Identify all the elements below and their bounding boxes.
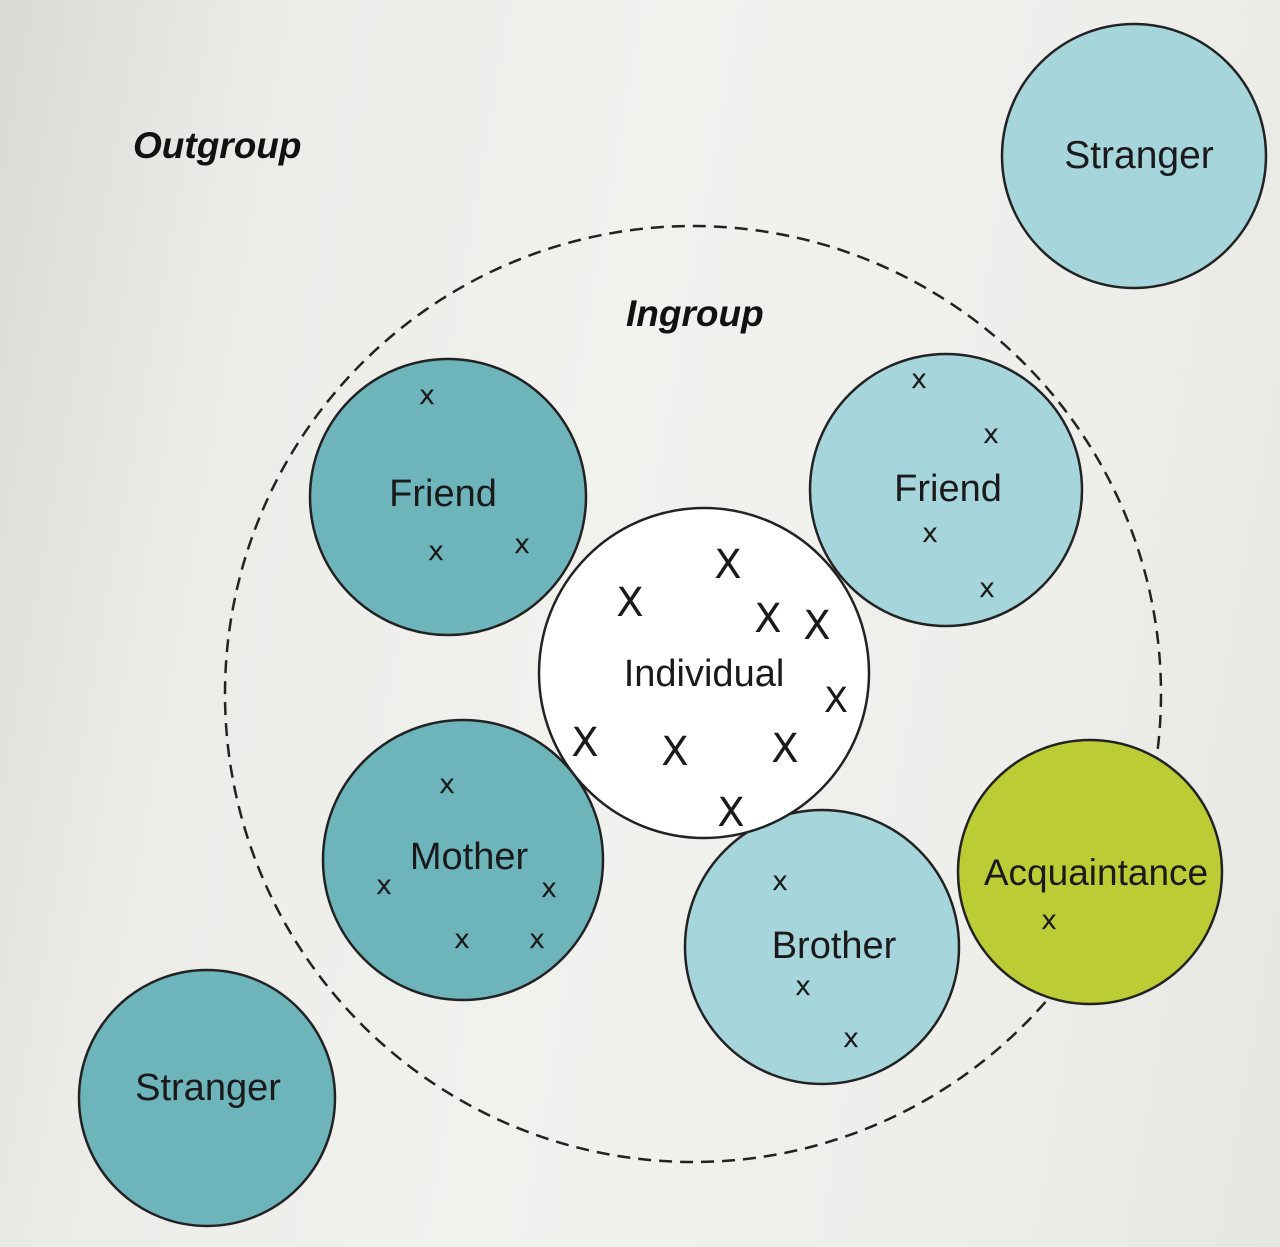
individual-mark: X <box>803 603 830 649</box>
individual-mark: X <box>754 596 781 642</box>
friend-left-node: Friend x x x <box>308 357 588 637</box>
mother-mark: x <box>376 870 392 901</box>
mother-node: Mother x x x x x <box>321 718 605 1002</box>
brother-mark: x <box>795 971 811 1002</box>
stranger-bottom-node: Stranger <box>77 968 337 1228</box>
acquaintance-mark: x <box>1041 905 1057 936</box>
individual-mark: X <box>717 790 744 836</box>
stranger-bottom-circle <box>77 968 337 1228</box>
stranger-top-label: Stranger <box>1064 134 1214 177</box>
friend-right-mark: x <box>911 364 927 395</box>
stranger-top-node: Stranger <box>1000 22 1268 290</box>
brother-mark: x <box>772 866 788 897</box>
brother-mark: x <box>843 1023 859 1054</box>
friend-right-mark: x <box>922 518 938 549</box>
friend-right-label: Friend <box>894 468 1002 510</box>
ingroup-boundary <box>223 224 1163 1164</box>
friend-right-circle <box>808 352 1084 628</box>
ingroup-label: Ingroup <box>626 293 764 334</box>
friend-left-circle <box>308 357 588 637</box>
mother-mark: x <box>541 873 557 904</box>
brother-label: Brother <box>772 925 897 967</box>
stranger-bottom-label: Stranger <box>135 1067 281 1109</box>
brother-circle <box>683 808 961 1086</box>
stranger-top-circle <box>1000 22 1268 290</box>
individual-mark: X <box>824 681 848 721</box>
individual-mark: X <box>571 720 598 766</box>
individual-mark: X <box>616 580 643 626</box>
friend-right-node: Friend x x x x <box>808 352 1084 628</box>
friend-left-mark: x <box>419 380 435 411</box>
individual-mark: X <box>661 729 688 775</box>
friend-left-mark: x <box>428 536 444 567</box>
brother-node: Brother x x x <box>683 808 961 1086</box>
acquaintance-circle <box>956 738 1224 1006</box>
individual-mark: X <box>714 542 741 588</box>
individual-node: Individual X X X X X X X X X <box>537 506 871 840</box>
individual-label: Individual <box>624 653 785 695</box>
mother-mark: x <box>439 769 455 800</box>
acquaintance-node: Acquaintance x <box>956 738 1224 1006</box>
friend-right-mark: x <box>983 419 999 450</box>
individual-mark: X <box>771 726 798 772</box>
individual-circle <box>537 506 871 840</box>
mother-mark: x <box>529 924 545 955</box>
mother-mark: x <box>454 924 470 955</box>
friend-right-mark: x <box>979 573 995 604</box>
acquaintance-label: Acquaintance <box>984 852 1208 893</box>
friend-left-mark: x <box>514 529 530 560</box>
outgroup-label: Outgroup <box>133 125 302 166</box>
mother-label: Mother <box>410 836 529 878</box>
mother-circle <box>321 718 605 1002</box>
friend-left-label: Friend <box>389 473 497 515</box>
